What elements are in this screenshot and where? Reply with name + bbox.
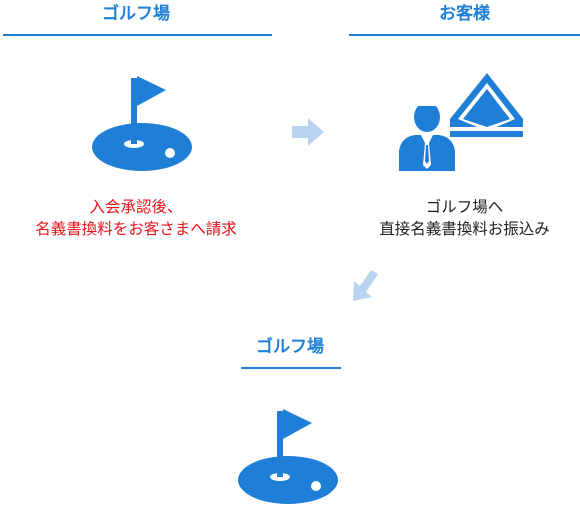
step2-heading: お客様 bbox=[439, 4, 490, 24]
step1-caption-line2: 名義書換料をお客さまへ請求 bbox=[35, 220, 237, 238]
step1-rule bbox=[3, 34, 272, 36]
customer-mail-icon bbox=[399, 73, 523, 171]
step2-caption-line1: ゴルフ場へ bbox=[425, 198, 504, 216]
step3-rule bbox=[241, 367, 341, 369]
step2-caption-line2: 直接名義書換料お振込み bbox=[379, 220, 550, 238]
step2-caption: ゴルフ場へ 直接名義書換料お振込み bbox=[349, 196, 580, 240]
golf-flag-icon bbox=[92, 76, 192, 171]
arrow-right-icon bbox=[292, 118, 324, 146]
step1-caption-line1: 入会承認後、 bbox=[89, 198, 183, 216]
step3-heading: ゴルフ場 bbox=[256, 337, 324, 357]
step1-heading: ゴルフ場 bbox=[102, 4, 170, 24]
step1-caption: 入会承認後、 名義書換料をお客さまへ請求 bbox=[0, 196, 272, 240]
step2-rule bbox=[349, 34, 580, 36]
golf-flag-icon bbox=[238, 409, 338, 504]
arrow-down-left-icon bbox=[353, 270, 378, 301]
